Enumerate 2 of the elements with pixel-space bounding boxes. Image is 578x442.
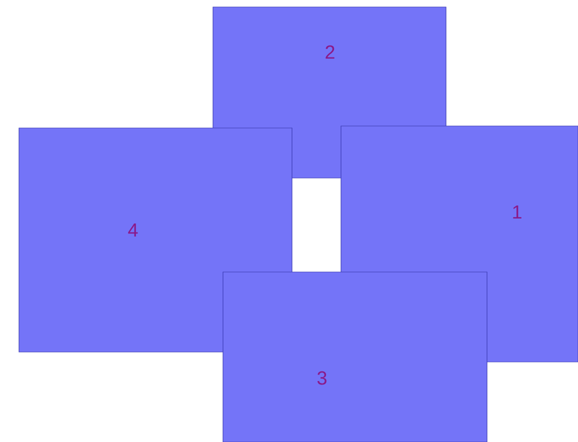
rectangle: 4 xyxy=(18,128,292,352)
rectangle: 3 xyxy=(222,272,488,442)
